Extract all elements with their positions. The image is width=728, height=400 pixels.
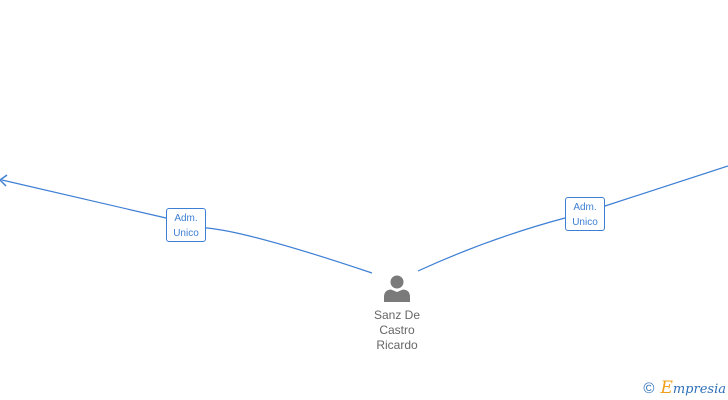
brand-logo: Empresia <box>660 378 726 398</box>
role-badge-right[interactable]: Adm. Unico <box>565 197 605 231</box>
arrowhead-left-icon <box>0 174 8 187</box>
brand-rest: mpresia <box>672 382 726 397</box>
role-line-2: Unico <box>572 217 598 228</box>
role-line-1: Adm. <box>573 202 597 213</box>
person-icon <box>384 275 410 302</box>
edge-left[interactable] <box>1 179 373 274</box>
brand-first-letter: E <box>660 378 673 398</box>
empresia-watermark: © Empresia <box>643 378 726 398</box>
copyright-icon: © <box>643 379 655 397</box>
role-line-2: Unico <box>173 228 199 239</box>
edge-right[interactable] <box>417 165 728 272</box>
role-badge-left[interactable]: Adm. Unico <box>166 208 206 242</box>
role-line-1: Adm. <box>174 213 198 224</box>
person-name-line-2: Castro <box>379 323 415 337</box>
person-name-line-1: Sanz De <box>373 308 421 322</box>
person-node[interactable]: Sanz De Castro Ricardo <box>360 272 434 353</box>
person-name[interactable]: Sanz De Castro Ricardo <box>360 308 434 353</box>
person-name-line-3: Ricardo <box>376 338 418 352</box>
